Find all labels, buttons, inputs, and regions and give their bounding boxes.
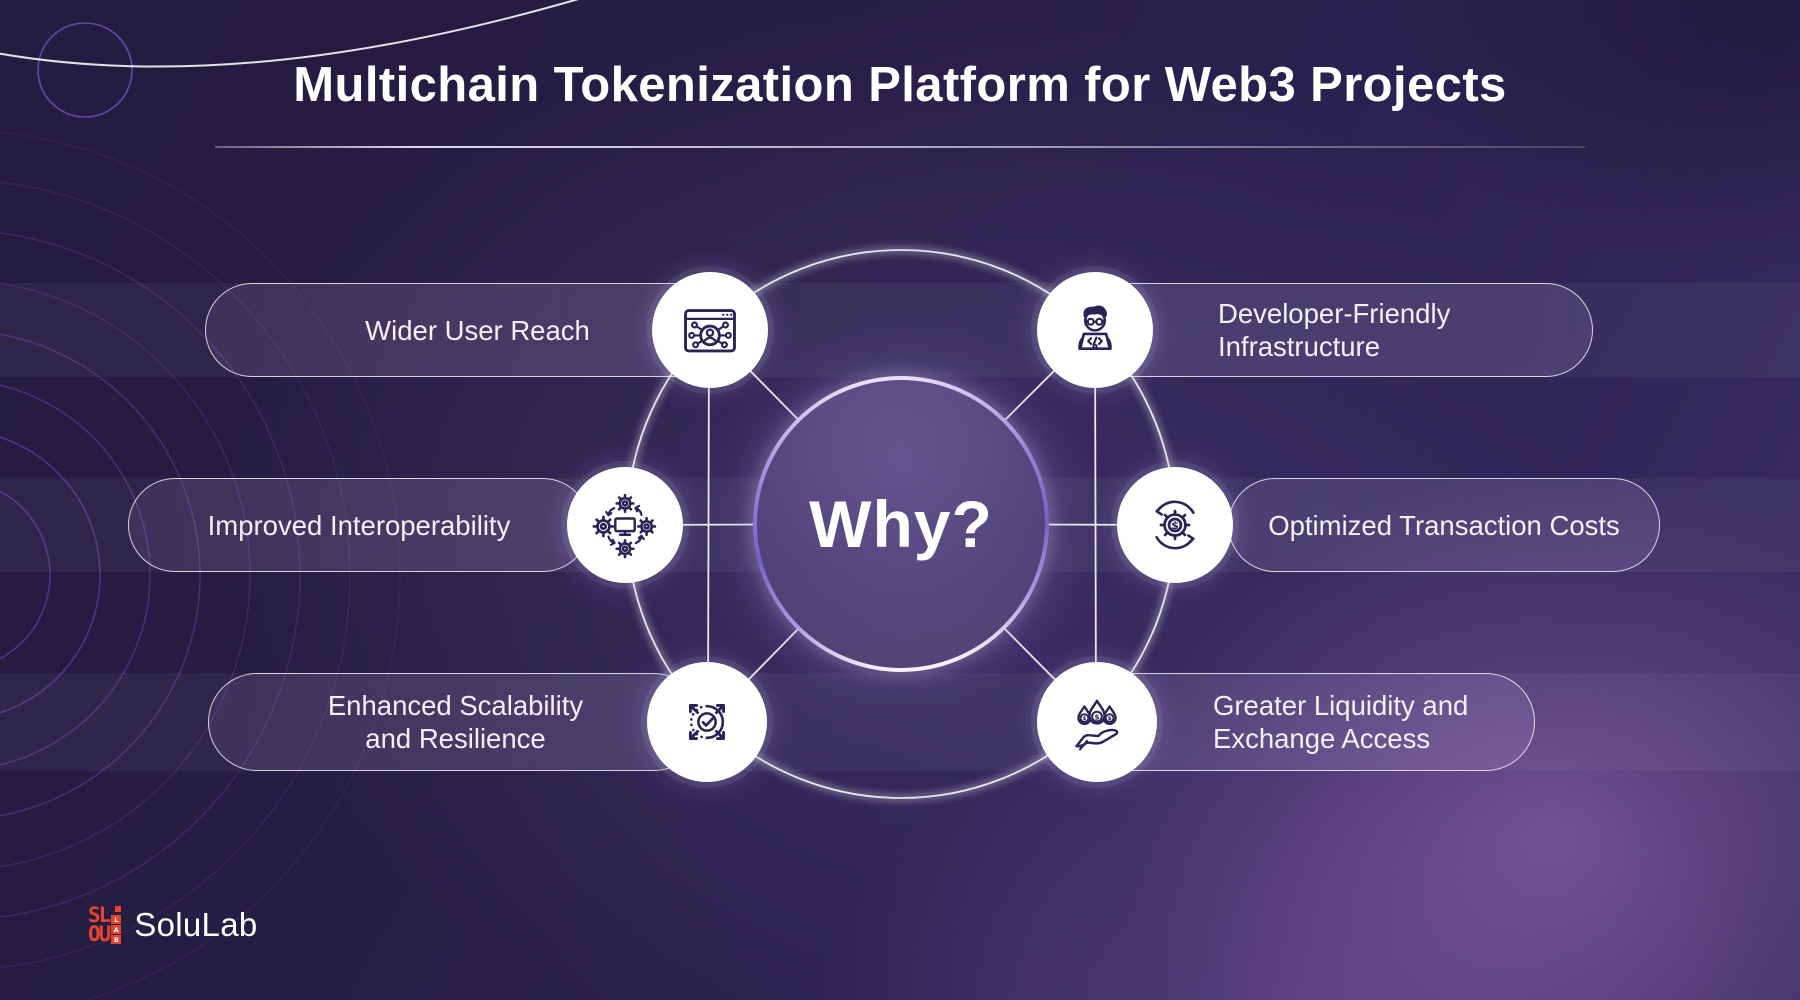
brand-name: SoluLab xyxy=(134,906,258,943)
benefit-pill-improved-interoperability: Improved Interoperability xyxy=(128,478,590,572)
benefit-label: Enhanced Scalability xyxy=(327,690,584,721)
ripple-circle xyxy=(0,181,351,969)
top-arc-line xyxy=(0,0,579,68)
browser-user-network-icon xyxy=(652,272,768,388)
gear-dollar-cycle-icon: $ xyxy=(1117,467,1233,583)
svg-text:$: $ xyxy=(1171,519,1179,532)
ripple-circle xyxy=(0,282,251,868)
svg-text:$: $ xyxy=(1082,716,1086,722)
developer-laptop-code-icon xyxy=(1037,272,1153,388)
logo-mark-letters: SL OU xyxy=(88,903,111,946)
benefit-pill-enhanced-scalability: Enhanced Scalability and Resilience xyxy=(208,673,703,771)
hand-liquidity-coins-icon: $ $ $ xyxy=(1037,662,1157,782)
solulab-logo-mark: SL OU L A B xyxy=(88,903,122,946)
why-label: Why? xyxy=(809,487,993,561)
corner-circle-outline xyxy=(37,22,133,118)
ripple-circle xyxy=(0,232,301,918)
expand-arrows-check-icon xyxy=(647,662,767,782)
benefit-pill-developer-friendly: Developer-Friendly Infrastructure xyxy=(1075,283,1593,377)
logo-mark-dot xyxy=(115,906,122,912)
row-highlight-band xyxy=(0,283,1800,377)
benefit-pill-greater-liquidity: Greater Liquidity and Exchange Access xyxy=(1075,673,1535,771)
benefit-label: Wider User Reach xyxy=(365,314,590,346)
logo-mark-side: L A B xyxy=(111,906,122,944)
gears-monitor-icon xyxy=(567,467,683,583)
ripple-circle xyxy=(0,131,401,1000)
ripple-circle xyxy=(0,333,201,817)
benefit-label: Developer-Friendly xyxy=(1218,298,1451,329)
benefit-pill-optimized-transaction-costs: Optimized Transaction Costs xyxy=(1228,478,1660,572)
benefit-label: Greater Liquidity and xyxy=(1213,690,1469,721)
benefit-label: Optimized Transaction Costs xyxy=(1268,509,1620,541)
ripple-circle xyxy=(0,436,101,714)
center-why-inner: Why? xyxy=(757,380,1045,668)
ripple-circle xyxy=(0,384,151,766)
title-underline xyxy=(215,146,1585,148)
solulab-logo: SL OU L A B SoluLab xyxy=(88,903,258,946)
svg-text:$: $ xyxy=(1108,716,1112,722)
center-why-circle: Why? xyxy=(753,376,1049,672)
benefit-label: Improved Interoperability xyxy=(207,509,511,541)
ripple-circle xyxy=(0,490,51,660)
page-title: Multichain Tokenization Platform for Web… xyxy=(293,58,1507,112)
svg-text:$: $ xyxy=(1094,712,1099,721)
